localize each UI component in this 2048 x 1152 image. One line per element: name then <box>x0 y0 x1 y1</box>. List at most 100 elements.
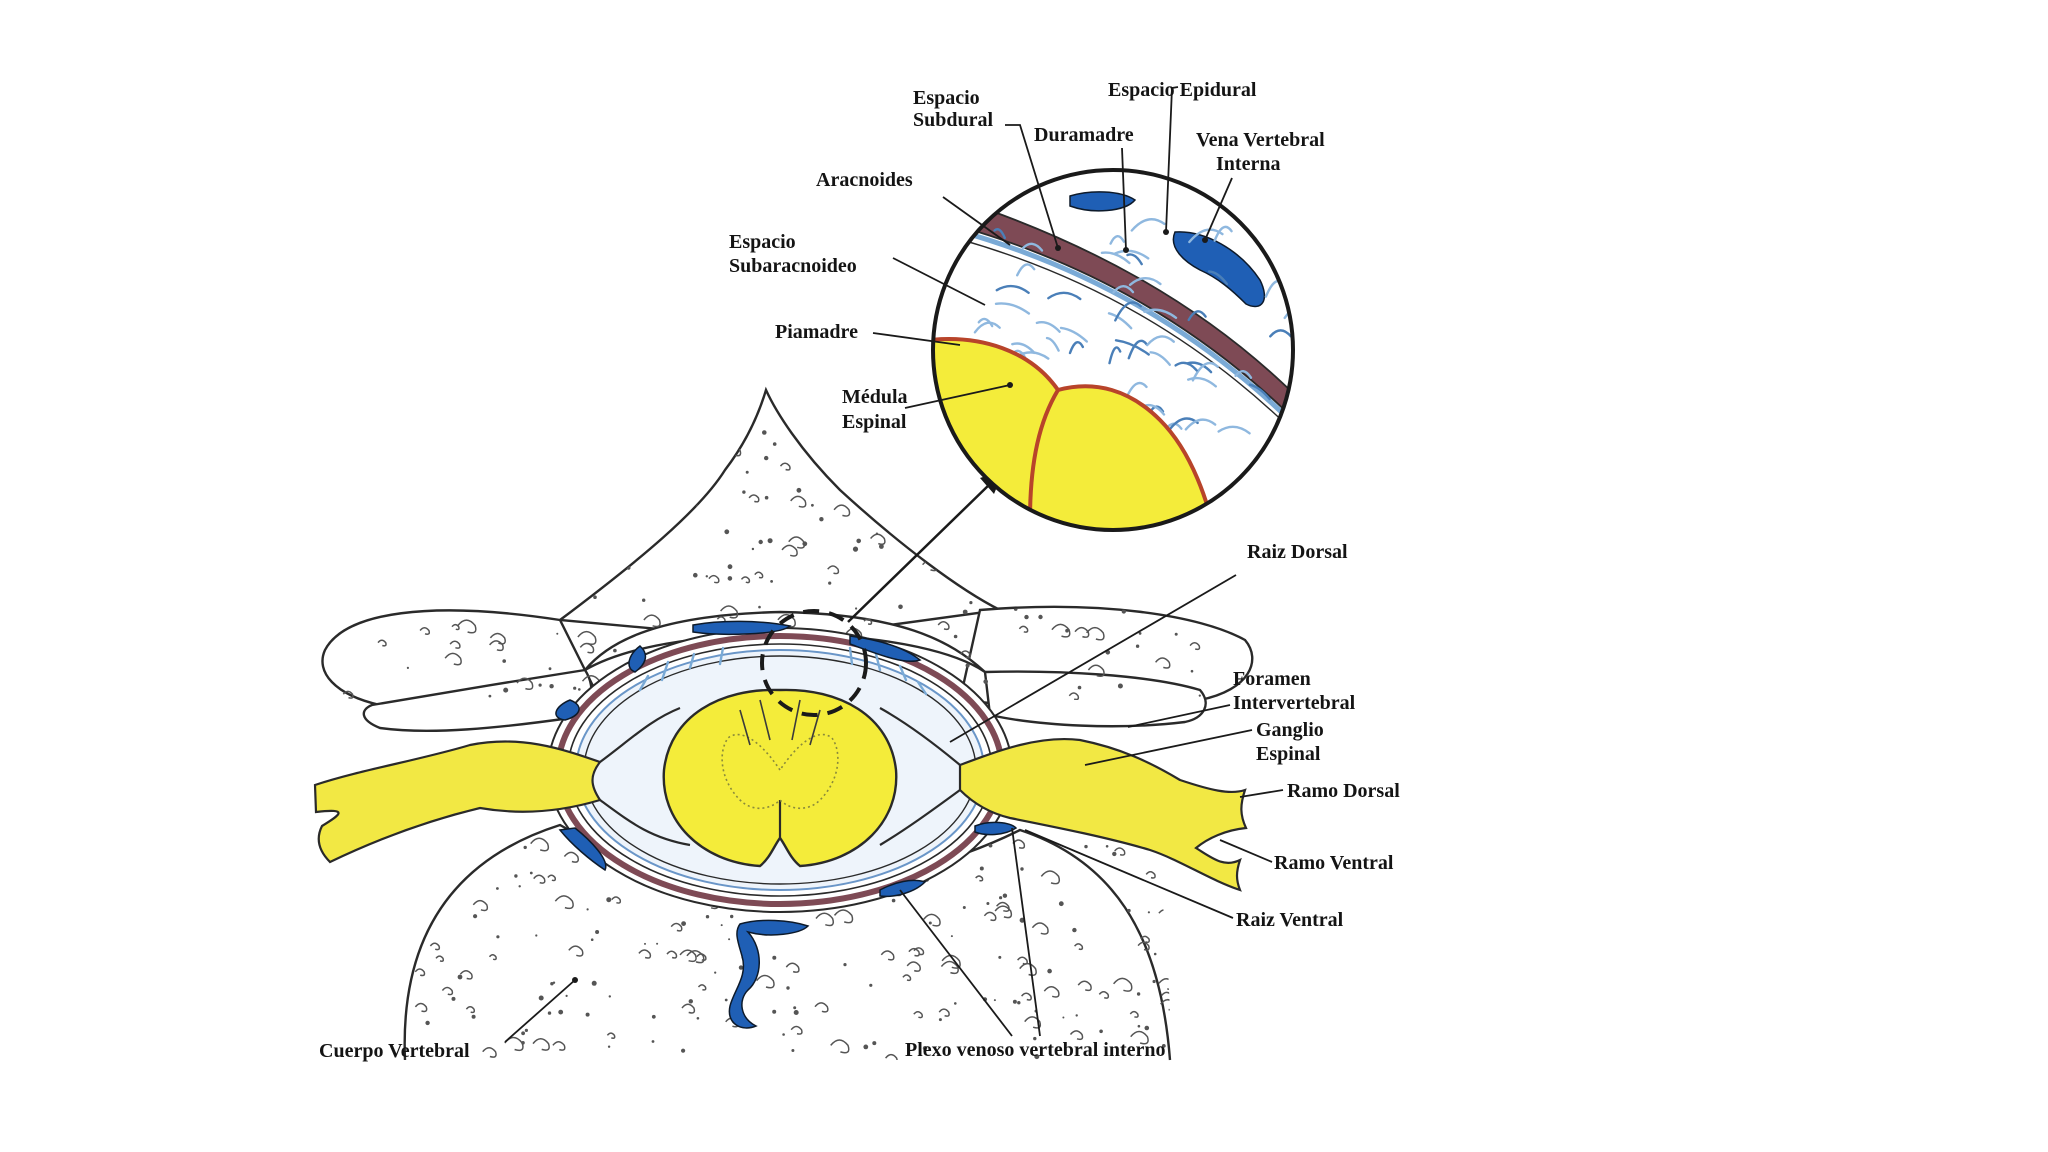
bone-trabecula <box>430 549 440 557</box>
bone-speckle <box>724 529 730 535</box>
bone-speckle <box>786 986 790 990</box>
bone-trabecula <box>666 950 678 959</box>
bone-trabecula <box>585 438 600 449</box>
bone-trabecula <box>1012 839 1026 849</box>
bone-speckle <box>400 488 405 492</box>
bone-speckle <box>382 527 389 533</box>
bone-trabecula <box>1018 625 1029 633</box>
bone-speckle <box>986 902 990 905</box>
bone-speckle <box>856 538 861 544</box>
arachnoid-strand <box>1107 312 1133 330</box>
arachnoid-strand <box>1127 339 1149 360</box>
label-raiz-ventral: Raiz Ventral <box>1236 909 1344 931</box>
bone-trabecula <box>482 1046 497 1058</box>
bone-speckle <box>828 581 832 585</box>
bone-speckle <box>673 453 676 456</box>
bone-speckle <box>642 598 646 602</box>
label-medula-espinal-line1: Médula <box>842 386 908 408</box>
bone-trabecula <box>1051 623 1071 638</box>
bone-trabecula <box>833 504 851 517</box>
bone-speckle <box>538 683 542 687</box>
bone-speckle <box>855 607 858 610</box>
bone-speckle <box>887 452 891 455</box>
bone-speckle <box>443 480 446 483</box>
bone-speckle <box>581 586 586 591</box>
arachnoid-strand <box>1021 242 1044 252</box>
bone-speckle <box>655 496 659 500</box>
bone-speckle <box>728 938 731 941</box>
bone-trabecula <box>460 496 470 504</box>
arachnoid-strand <box>1248 383 1271 401</box>
bone-trabecula <box>343 580 360 593</box>
bone-trabecula <box>708 456 724 468</box>
bone-trabecula <box>439 879 448 887</box>
bone-trabecula <box>445 546 456 555</box>
bone-speckle <box>1137 1024 1141 1028</box>
bone-speckle <box>979 866 984 871</box>
bone-speckle <box>681 1048 686 1053</box>
bone-trabecula <box>815 912 835 927</box>
bone-speckle <box>1045 540 1048 543</box>
label-ramo-ventral: Ramo Ventral <box>1274 852 1394 874</box>
bone-trabecula <box>489 632 506 645</box>
label-duramadre: Duramadre <box>1034 124 1134 146</box>
bone-trabecula <box>455 472 475 487</box>
bone-speckle <box>651 1014 656 1019</box>
bone-speckle <box>869 983 873 987</box>
bone-speckle <box>1138 632 1142 635</box>
bone-trabecula <box>579 474 591 484</box>
arachnoid-strand <box>1283 303 1293 320</box>
arachnoid-strand <box>1269 329 1293 338</box>
arachnoid-strand <box>935 244 950 260</box>
label-piamadre: Piamadre <box>775 321 858 343</box>
bone-speckle <box>724 998 728 1002</box>
bone-speckle <box>443 511 448 517</box>
bone-trabecula <box>1114 847 1126 856</box>
bone-trabecula <box>923 913 941 927</box>
bone-speckle <box>591 980 597 986</box>
arachnoid-strand <box>1187 376 1217 388</box>
bone-trabecula <box>381 536 397 548</box>
bone-speckle <box>558 1009 564 1015</box>
arachnoid-strand <box>973 321 1001 334</box>
bone-speckle <box>998 955 1002 959</box>
bone-speckle <box>451 996 456 1001</box>
bone-trabecula <box>604 529 621 542</box>
bone-speckle <box>976 514 980 519</box>
label-medula-espinal-line2: Espinal <box>842 411 907 433</box>
bone-speckle <box>1136 992 1141 996</box>
bone-speckle <box>811 503 814 507</box>
bone-speckle <box>535 934 538 937</box>
bone-speckle <box>688 999 693 1004</box>
bone-speckle <box>923 429 928 433</box>
bone-trabecula <box>913 1010 923 1019</box>
bone-speckle <box>382 522 388 528</box>
bone-speckle <box>521 1041 525 1045</box>
bone-trabecula <box>681 1003 696 1014</box>
bone-trabecula <box>847 475 866 490</box>
bone-speckle <box>782 1033 785 1036</box>
internal-venous-plexus <box>555 620 1018 1029</box>
bone-speckle <box>1125 582 1129 585</box>
bone-speckle <box>852 546 859 552</box>
bone-speckle <box>1127 908 1131 913</box>
label-raiz-dorsal: Raiz Dorsal <box>1247 541 1348 563</box>
bone-trabecula <box>1211 540 1227 552</box>
bone-trabecula <box>837 475 850 485</box>
bone-trabecula <box>1074 626 1090 638</box>
arachnoid-strand <box>1271 253 1288 265</box>
bone-trabecula <box>638 454 649 463</box>
bone-speckle <box>596 462 600 465</box>
bone-trabecula <box>777 613 796 628</box>
bone-speckle <box>581 523 585 527</box>
bone-speckle <box>758 605 761 609</box>
bone-trabecula <box>1158 977 1171 991</box>
bone-speckle <box>863 1044 869 1050</box>
label-vena-vertebral-interna-line1: Vena Vertebral <box>1196 129 1325 151</box>
bone-trabecula <box>1129 1010 1139 1018</box>
bone-speckle <box>656 942 659 945</box>
label-espacio-subdural-line1: Espacio <box>913 87 980 109</box>
bone-trabecula <box>913 947 925 956</box>
bone-speckle <box>938 1018 942 1022</box>
bone-speckle <box>578 688 581 691</box>
